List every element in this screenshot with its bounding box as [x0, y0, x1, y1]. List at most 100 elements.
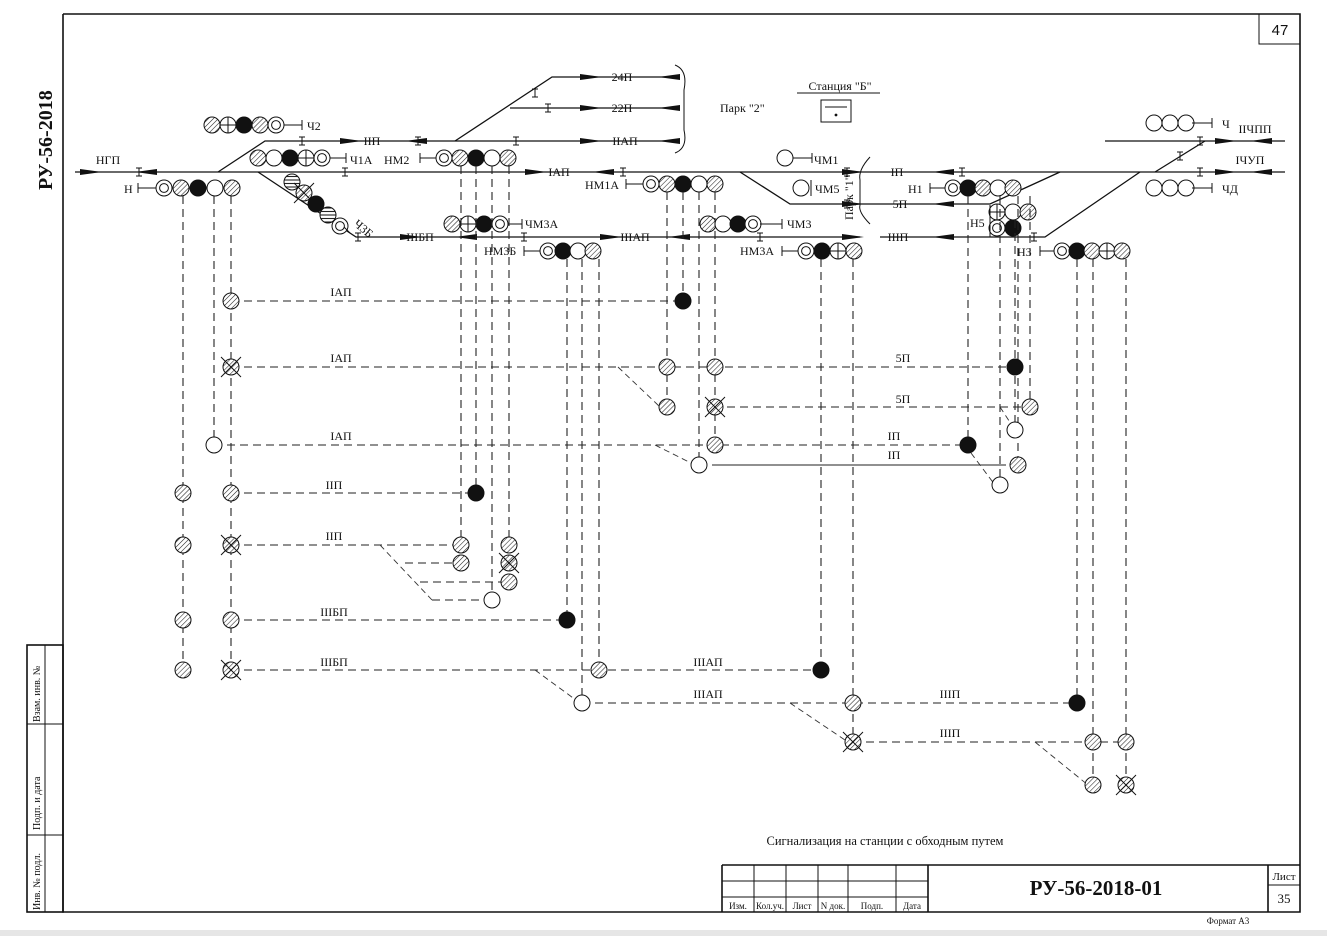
signal-5: [419, 149, 517, 167]
lamp-hatch-icon: [249, 149, 267, 167]
route-lamp-open-icon: [690, 456, 708, 474]
side-stamp-inv-orig: Инв. № подл.: [32, 853, 43, 910]
park2-bracket: [674, 64, 686, 154]
lamp-hatch-icon: [172, 179, 190, 197]
lamp-double-icon: [491, 215, 509, 233]
lamp-solid-icon: [959, 179, 977, 197]
lamp-solid-icon: [1004, 219, 1022, 237]
lamp-open-icon: [569, 242, 587, 260]
lamp-double-icon: [267, 116, 285, 134]
label-ichup: IЧУП: [1236, 153, 1265, 167]
route-lamp-hatch-icon: [452, 536, 470, 554]
sheet-label: Лист: [1272, 871, 1295, 883]
signal-label-ch2: Ч2: [307, 119, 321, 133]
lamp-open-icon: [989, 179, 1007, 197]
direction-arrow-icon: [658, 138, 680, 144]
signal-17: [1145, 179, 1213, 197]
direction-arrow-icon: [668, 234, 690, 240]
route-lamp-x-icon: [704, 396, 726, 418]
route-label: IIIБП: [320, 655, 348, 669]
insulating-joint-icon: [521, 232, 527, 242]
insulating-joint-icon: [342, 167, 348, 177]
lamp-solid-icon: [307, 195, 325, 213]
label-22p: 22П: [612, 101, 633, 115]
lamp-open-icon: [690, 175, 708, 193]
route-lamp-hatch-icon: [174, 536, 192, 554]
route-lamp-solid-icon: [1006, 358, 1024, 376]
route-lamp-x-icon: [220, 534, 242, 556]
signal-11: [776, 149, 813, 167]
lamp-hatch-icon: [499, 149, 517, 167]
route-label: IП: [888, 429, 901, 443]
signal-7: [523, 242, 602, 260]
route-lamp-hatch-icon: [1084, 733, 1102, 751]
route-wire: [654, 444, 696, 466]
signal-label-chm3: ЧМ3: [787, 217, 811, 231]
route-lamp-x-icon: [1115, 774, 1137, 796]
route-wire: [379, 544, 433, 601]
route-label: IП: [888, 448, 901, 462]
direction-arrows: [80, 74, 1272, 240]
lamp-hatch-icon: [706, 175, 724, 193]
lamp-double-icon: [313, 149, 331, 167]
route-lamp-x-icon: [220, 356, 242, 378]
label-iap: IАП: [548, 165, 570, 179]
route-lamp-hatch-icon: [222, 611, 240, 629]
route-lamp-hatch-icon: [658, 398, 676, 416]
signal-label-ch1a: Ч1А: [350, 153, 373, 167]
route-label: IАП: [330, 351, 352, 365]
route-label: 5П: [896, 392, 911, 406]
direction-arrow-icon: [932, 169, 954, 175]
lamp-hatch-icon: [699, 215, 717, 233]
lamp-solid-icon: [813, 242, 831, 260]
label-iiap: IIАП: [612, 134, 638, 148]
route-label: IIIАП: [693, 655, 723, 669]
signal-label-n5: Н5: [970, 216, 985, 230]
signal-14: [988, 203, 1037, 237]
lamp-solid-icon: [189, 179, 207, 197]
signal-label-chm1: ЧМ1: [814, 153, 838, 167]
direction-arrow-icon: [80, 169, 102, 175]
lamp-hatch-icon: [203, 116, 221, 134]
route-lamp-hatch-icon: [706, 436, 724, 454]
lamp-solid-icon: [475, 215, 493, 233]
lamp-open-icon: [1177, 114, 1195, 132]
lamp-cross-icon: [297, 149, 315, 167]
lamp-hatch-icon: [1113, 242, 1131, 260]
lamp-hatch-icon: [1083, 242, 1101, 260]
route-lamp-hatch-icon: [1021, 398, 1039, 416]
page-number: 47: [1272, 22, 1289, 39]
route-lamp-x-icon: [498, 552, 520, 574]
route-lamp-hatch-icon: [1009, 456, 1027, 474]
signal-4: [137, 179, 241, 197]
lamp-open-icon: [206, 179, 224, 197]
route-lamp-open-icon: [991, 476, 1009, 494]
insulating-joint-icon: [513, 136, 519, 146]
route-lamp-hatch-icon: [844, 694, 862, 712]
route-label: IIIАП: [693, 687, 723, 701]
drawing-caption: Сигнализация на станции с обходным путем: [767, 834, 1004, 848]
insulating-joint-icon: [532, 88, 538, 98]
lamp-double-icon: [435, 149, 453, 167]
lamp-hatch-icon: [1019, 203, 1037, 221]
direction-arrow-icon: [580, 105, 602, 111]
direction-arrow-icon: [932, 201, 954, 207]
label-iip: IIП: [364, 134, 381, 148]
route-lamp-x-icon: [842, 731, 864, 753]
route-lamp-hatch-icon: [1117, 733, 1135, 751]
route-wire: [617, 366, 661, 408]
signal-label-chd: ЧД: [1222, 182, 1238, 196]
lamp-solid-icon: [281, 149, 299, 167]
insulating-joint-icon: [136, 167, 142, 177]
lamp-double-icon: [155, 179, 173, 197]
stamp-column-label: Кол.уч.: [756, 901, 784, 911]
route-labels: IАП IАП 5П 5П IАП IП IП IIП IIП IIIБП II…: [320, 285, 960, 740]
route-label: IIIП: [940, 687, 961, 701]
route-label: IIП: [326, 529, 343, 543]
track-24p: [454, 76, 675, 142]
lamp-hatch-icon: [658, 175, 676, 193]
direction-arrow-icon: [340, 138, 362, 144]
insulating-joint-icon: [959, 167, 965, 177]
stamp-column-label: N док.: [821, 901, 845, 911]
